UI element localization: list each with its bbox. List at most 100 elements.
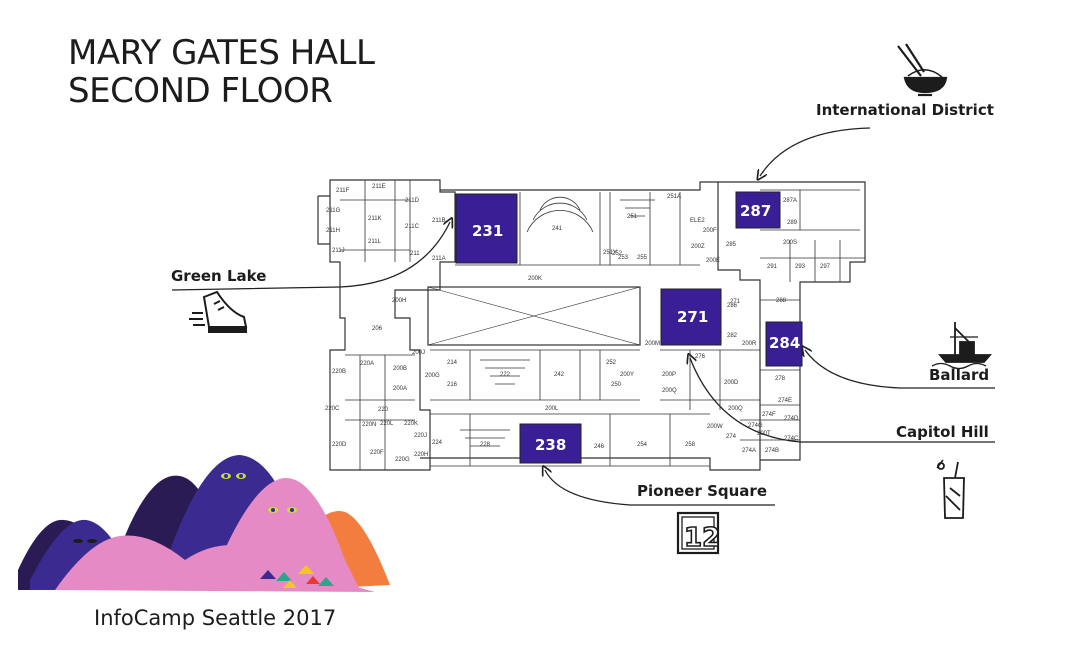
room-284[interactable] (765, 321, 803, 367)
room-label: 211D (405, 198, 420, 204)
room-label: 211F (336, 188, 350, 194)
room-label: 297 (820, 264, 831, 270)
room-label: 228 (480, 442, 491, 448)
room-label: 220G (395, 457, 410, 463)
room-label: 200D (724, 380, 739, 386)
location-international-district[interactable]: International District (816, 101, 994, 119)
room-label: 200Q (728, 406, 743, 412)
room-label: 276 (695, 354, 706, 360)
room-label: 274C (784, 436, 799, 442)
svg-text:12: 12 (684, 523, 720, 553)
location-ballard[interactable]: Ballard (929, 366, 990, 384)
room-label: 200H (392, 298, 406, 304)
room-label: ELE2 (690, 218, 705, 224)
pointer-arrows (171, 127, 995, 506)
room-label: 253 (618, 255, 629, 261)
room-287-label: 287 (740, 202, 771, 220)
room-238-label: 238 (535, 436, 566, 454)
page-title: MARY GATES HALL SECOND FLOOR (68, 34, 375, 110)
room-label: 211B (432, 218, 446, 224)
room-label: 211E (372, 184, 386, 190)
location-pioneer-square[interactable]: Pioneer Square (637, 482, 767, 500)
room-label: 200Z (691, 244, 705, 250)
room-label: 287A (783, 198, 797, 204)
room-label: 252 (612, 251, 623, 257)
room-231-label: 231 (472, 222, 503, 240)
room-label: 200K (528, 276, 542, 282)
room-label: 200P (662, 372, 676, 378)
room-label: 220H (414, 452, 428, 458)
room-238[interactable] (519, 423, 582, 464)
room-label: 216 (447, 382, 458, 388)
room-label: 214 (447, 360, 458, 366)
room-label: 288 (776, 298, 787, 304)
room-271-label: 271 (677, 308, 708, 326)
room-label: 274G (748, 423, 763, 429)
room-label: 211C (405, 224, 420, 230)
room-287[interactable] (735, 191, 781, 229)
mountain-pink-front (55, 535, 375, 592)
location-capitol-hill[interactable]: Capitol Hill (896, 423, 989, 441)
room-label: 278 (775, 376, 786, 382)
room-label: 211J (332, 248, 345, 254)
jersey-12-icon: 12 (676, 511, 721, 555)
room-label: 200L (545, 406, 559, 412)
room-label: 285 (726, 242, 737, 248)
arrow-pioneer-square (545, 470, 775, 506)
room-label: 206 (372, 326, 383, 332)
room-label: 220 (378, 407, 389, 413)
infocamp-footer: InfoCamp Seattle 2017 (94, 606, 337, 630)
room-label: 200S (783, 240, 797, 246)
room-label: 274E (778, 398, 792, 404)
room-label: 211G (326, 208, 341, 214)
room-label: 200G (425, 373, 440, 379)
infocamp-mountains-illustration (18, 455, 390, 592)
room-label: 291 (767, 264, 778, 270)
room-271[interactable] (660, 288, 722, 346)
room-label: 282 (727, 333, 738, 339)
room-label: 200J (412, 350, 425, 356)
room-label: 211H (326, 228, 340, 234)
room-label: 251Y (603, 250, 617, 256)
room-label: 222 (500, 372, 511, 378)
room-label: 200M (645, 341, 660, 347)
room-label: 252 (606, 360, 617, 366)
room-label: 200Q (662, 388, 677, 394)
room-231[interactable] (455, 193, 518, 264)
tents (260, 565, 334, 588)
arrow-international-district (760, 127, 871, 176)
room-label: 271 (730, 299, 741, 305)
room-label: 251A (667, 194, 681, 200)
room-label: 274F (762, 412, 776, 418)
room-label: 224 (432, 440, 443, 446)
room-label: 274B (765, 448, 779, 454)
room-label: 200E (706, 258, 720, 264)
room-label: 254 (637, 442, 648, 448)
room-label: 200R (742, 341, 757, 347)
room-label: 289 (787, 220, 798, 226)
room-label: 286 (727, 303, 738, 309)
room-label: 251 (627, 214, 638, 220)
floor-plan (317, 179, 866, 471)
room-label: 200Y (620, 372, 634, 378)
room-label: 211 (410, 251, 420, 257)
room-label: 246 (594, 444, 605, 450)
room-label: 220F (370, 450, 384, 456)
room-label: 220L (380, 421, 394, 427)
room-label: 293 (795, 264, 806, 270)
arrow-green-lake (171, 222, 450, 291)
room-284-label: 284 (769, 334, 800, 352)
room-label: 211A (432, 256, 446, 262)
room-label: 220C (325, 406, 340, 412)
room-label: 220K (404, 421, 418, 427)
room-label: 200B (393, 366, 407, 372)
room-label: 220B (332, 369, 346, 375)
room-label: 255 (637, 255, 648, 261)
room-label: 211K (368, 216, 382, 222)
room-label: 242 (554, 372, 565, 378)
fishing-boat-icon (931, 322, 992, 370)
location-green-lake[interactable]: Green Lake (171, 267, 267, 285)
room-label: 200W (707, 424, 723, 430)
room-label: 274A (742, 448, 756, 454)
